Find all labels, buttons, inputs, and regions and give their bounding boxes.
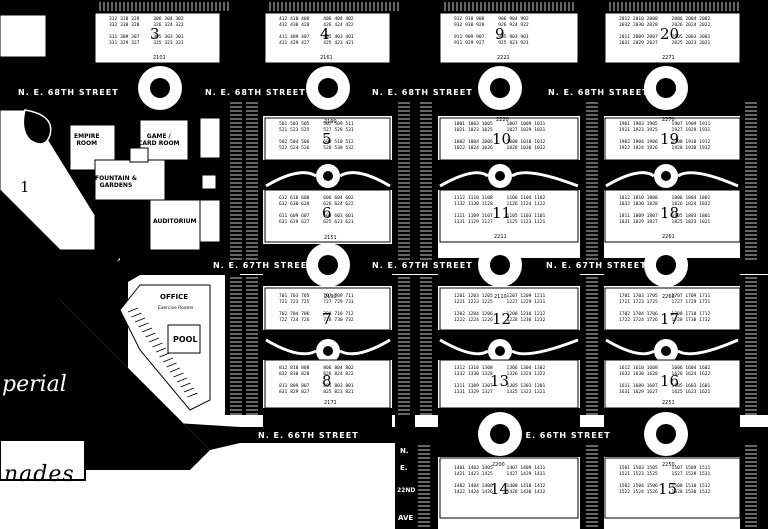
- building-6-number[interactable]: 6: [322, 204, 332, 222]
- building-6-unit-numbers: 612 610 608 606 604 602 632 630 628 626 …: [279, 196, 354, 225]
- building-19-number[interactable]: 19: [660, 130, 680, 148]
- building-18-number[interactable]: 18: [660, 204, 680, 222]
- building-12-number[interactable]: 12: [492, 310, 512, 328]
- building-15-address: 2250: [662, 462, 675, 468]
- building-9-number[interactable]: 9: [495, 25, 505, 43]
- building-4-unit-numbers: 412 410 408 406 404 402 432 430 428 426 …: [279, 17, 354, 46]
- street-label-ne-68th-west: N. E. 68TH STREET: [18, 88, 119, 97]
- building-4-number[interactable]: 4: [320, 25, 330, 43]
- avenue-label-e: E.: [400, 464, 408, 472]
- building-17-unit-numbers: 1701 1703 1705 1707 1709 1711 1721 1723 …: [619, 294, 711, 323]
- building-16-unit-numbers: 1612 1610 1608 1606 1604 1602 1632 1630 …: [619, 366, 711, 395]
- building-7-unit-numbers: 701 703 705 707 709 711 721 723 725 727 …: [279, 294, 354, 323]
- building-17-address: 2260: [662, 294, 675, 300]
- building-15-number[interactable]: 15: [658, 480, 678, 498]
- building-7-address: 2190: [324, 294, 337, 300]
- empire-room-label: EMPIRE ROOM: [74, 133, 100, 147]
- avenue-label-n: N.: [400, 447, 409, 455]
- building-18-address: 2261: [662, 234, 675, 240]
- fountain-gardens-label: FOUNTAIN & GARDENS: [95, 175, 137, 189]
- building-8-number[interactable]: 8: [322, 372, 332, 390]
- street-label-ne-67th-3: N. E. 67TH STREET: [546, 261, 647, 270]
- building-20-unit-numbers: 2012 2010 2008 2006 2004 2002 2032 2030 …: [619, 17, 711, 46]
- building-8-address: 2171: [324, 400, 337, 406]
- building-12-address: 2110: [494, 294, 507, 300]
- building-10-number[interactable]: 10: [492, 130, 512, 148]
- building-11-address: 2211: [494, 234, 507, 240]
- logo-line-2: int: [8, 398, 39, 423]
- pool-label: POOL: [173, 335, 198, 344]
- building-3-address: 2101: [153, 55, 166, 61]
- avenue-label-ave: AVE: [398, 514, 414, 522]
- building-1-number[interactable]: 1: [20, 178, 30, 196]
- building-19-address: 2270: [662, 117, 675, 123]
- building-19-unit-numbers: 1901 1903 1905 1907 1909 1911 1921 1923 …: [619, 122, 711, 151]
- logo-line-1: perial: [2, 372, 67, 397]
- exercise-rooms-label: Exercise Rooms: [158, 306, 194, 311]
- street-label-ne-67th-2: N. E. 67TH STREET: [372, 261, 473, 270]
- street-label-ne-68th-east: N. E. 68TH STREET: [548, 88, 649, 97]
- auditorium-label: AUDITORIUM: [153, 218, 197, 225]
- building-15-unit-numbers: 1501 1503 1505 1507 1509 1511 1521 1523 …: [619, 466, 711, 495]
- building-8-unit-numbers: 812 810 808 806 804 802 832 830 828 826 …: [279, 366, 354, 395]
- street-label-ne-66th-2: N. E. 66TH STREET: [510, 431, 611, 440]
- building-7-number[interactable]: 7: [322, 310, 332, 328]
- building-20-number[interactable]: 20: [660, 25, 680, 43]
- building-9-unit-numbers: 912 910 908 906 904 902 932 930 928 926 …: [454, 17, 529, 46]
- building-16-address: 2251: [662, 400, 675, 406]
- building-9-address: 2221: [497, 55, 510, 61]
- building-3-unit-numbers: 312 318 328 306 304 302 332 330 328 326 …: [109, 17, 184, 46]
- street-label-ne-68th-2: N. E. 68TH STREET: [205, 88, 306, 97]
- building-18-unit-numbers: 1812 1810 1808 1806 1804 1802 1832 1830 …: [619, 196, 711, 225]
- building-11-number[interactable]: 11: [492, 204, 512, 222]
- office-label: OFFICE: [160, 293, 189, 301]
- building-14-number[interactable]: 14: [490, 480, 510, 498]
- building-11-unit-numbers: 1112 1110 1108 1106 1104 1102 1132 1130 …: [454, 196, 546, 225]
- building-14-address: 2200: [492, 462, 505, 468]
- building-5-unit-numbers: 501 503 505 507 509 511 521 523 525 527 …: [279, 122, 354, 151]
- game-card-room-label: GAME / CARD ROOM: [138, 133, 180, 147]
- building-6-address: 2151: [324, 235, 337, 241]
- avenue-label-22nd: 22ND: [397, 487, 416, 494]
- building-16-number[interactable]: 16: [660, 372, 680, 390]
- building-5-address: 2190: [324, 119, 337, 125]
- building-10-unit-numbers: 1001 1003 1005 1007 1009 1011 1021 1023 …: [454, 122, 546, 151]
- building-13-number[interactable]: 13: [490, 372, 510, 390]
- street-label-ne-67th-1: N. E. 67TH STREET: [213, 261, 314, 270]
- building-20-address: 2271: [662, 55, 675, 61]
- street-label-ne-68th-3: N. E. 68TH STREET: [372, 88, 473, 97]
- building-10-address: 2220: [496, 117, 509, 123]
- building-12-unit-numbers: 1201 1203 1205 1207 1209 1211 1221 1223 …: [454, 294, 546, 323]
- building-5-number[interactable]: 5: [322, 130, 332, 148]
- building-4-address: 2161: [320, 55, 333, 61]
- logo-line-3: nades: [4, 462, 75, 487]
- building-3-number[interactable]: 3: [150, 25, 160, 43]
- building-17-number[interactable]: 17: [660, 310, 680, 328]
- building-13-unit-numbers: 1312 1310 1308 1306 1304 1302 1332 1330 …: [454, 366, 546, 395]
- street-label-ne-66th-1: N. E. 66TH STREET: [258, 431, 359, 440]
- building-14-unit-numbers: 1401 1403 1405 1407 1409 1411 1421 1423 …: [454, 466, 546, 495]
